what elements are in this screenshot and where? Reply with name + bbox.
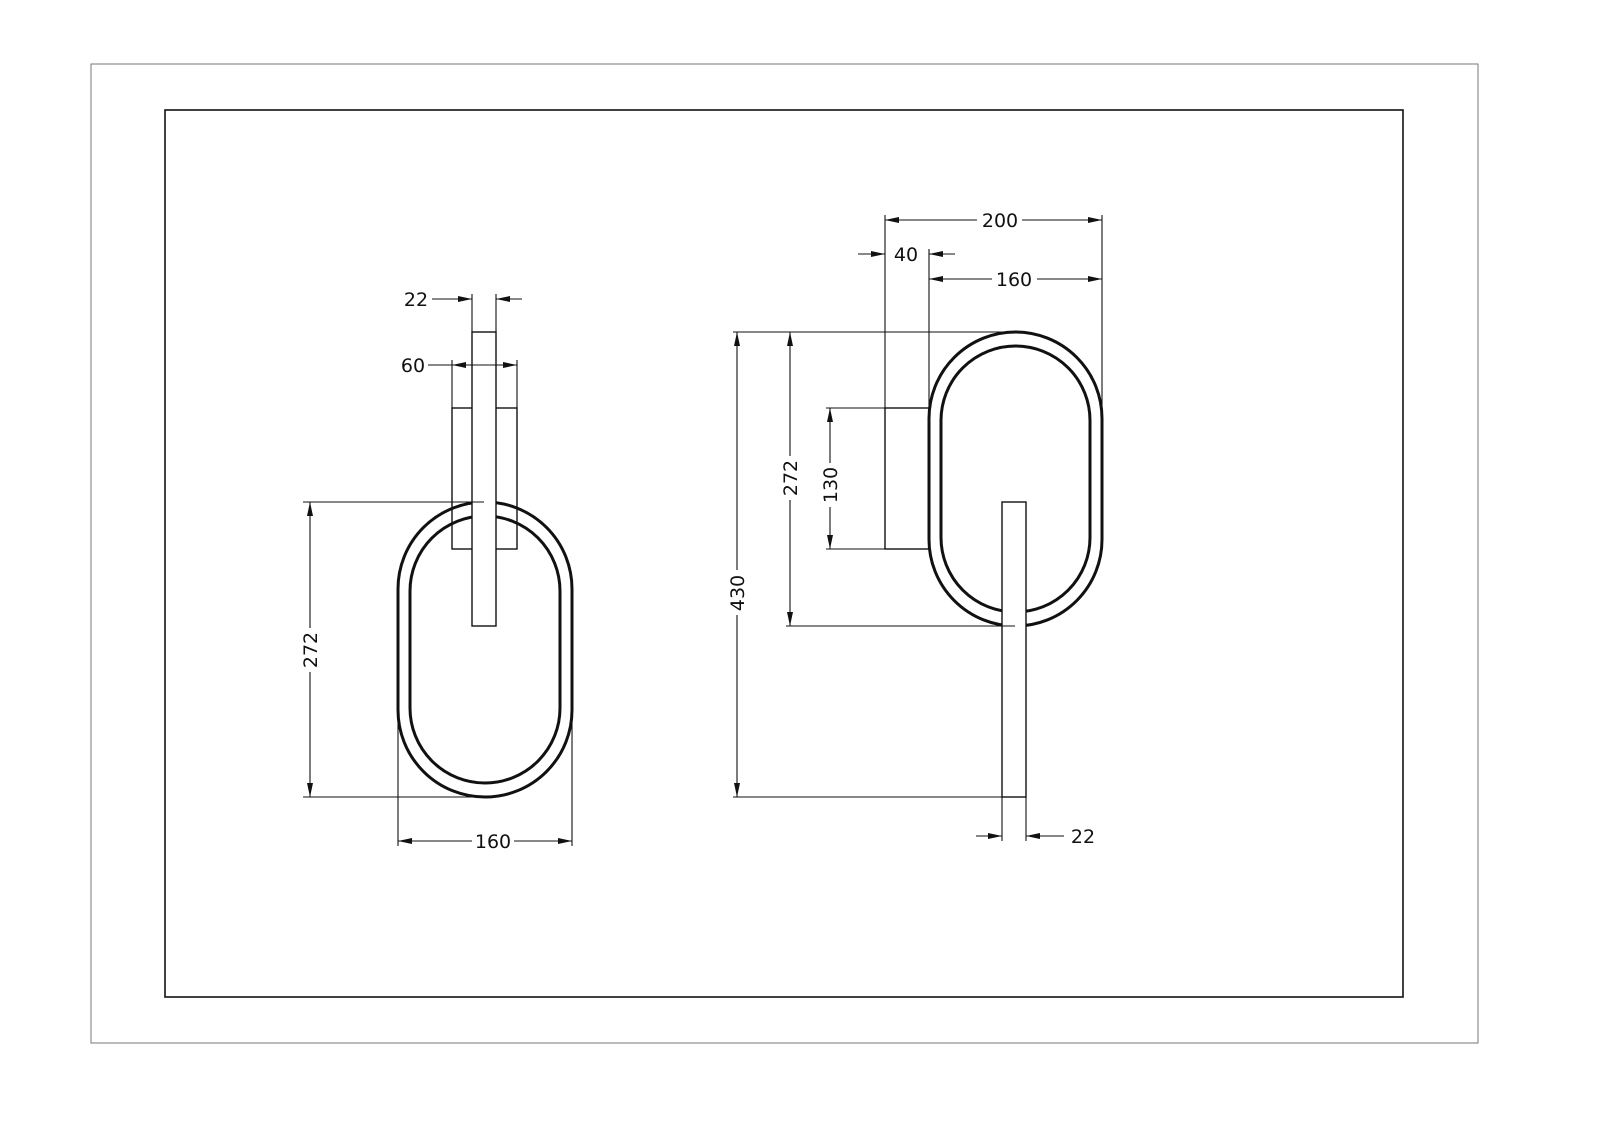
dim-bar-width: 22 [1071,826,1095,848]
dim-bar-width: 22 [404,289,428,311]
dim-overall-depth: 200 [982,210,1018,232]
dim-backplate-height: 130 [820,467,842,503]
drawing-frame [164,109,1404,998]
dim-backplate-depth: 40 [894,244,918,266]
dim-ring-width: 160 [996,269,1032,291]
backplate [884,407,930,550]
outer-sheet-border [90,63,1479,1044]
side-view: 200 40 160 430 272 130 [727,210,1104,848]
dim-ring-height: 272 [300,632,322,668]
front-view: 22 60 272 160 [300,289,574,853]
dim-overall-height: 430 [727,575,749,611]
dim-backplate-width: 60 [401,355,425,377]
vertical-bar [1001,501,1027,798]
dim-ring-height: 272 [780,460,802,496]
vertical-bar [471,331,497,627]
dim-ring-width: 160 [475,831,511,853]
